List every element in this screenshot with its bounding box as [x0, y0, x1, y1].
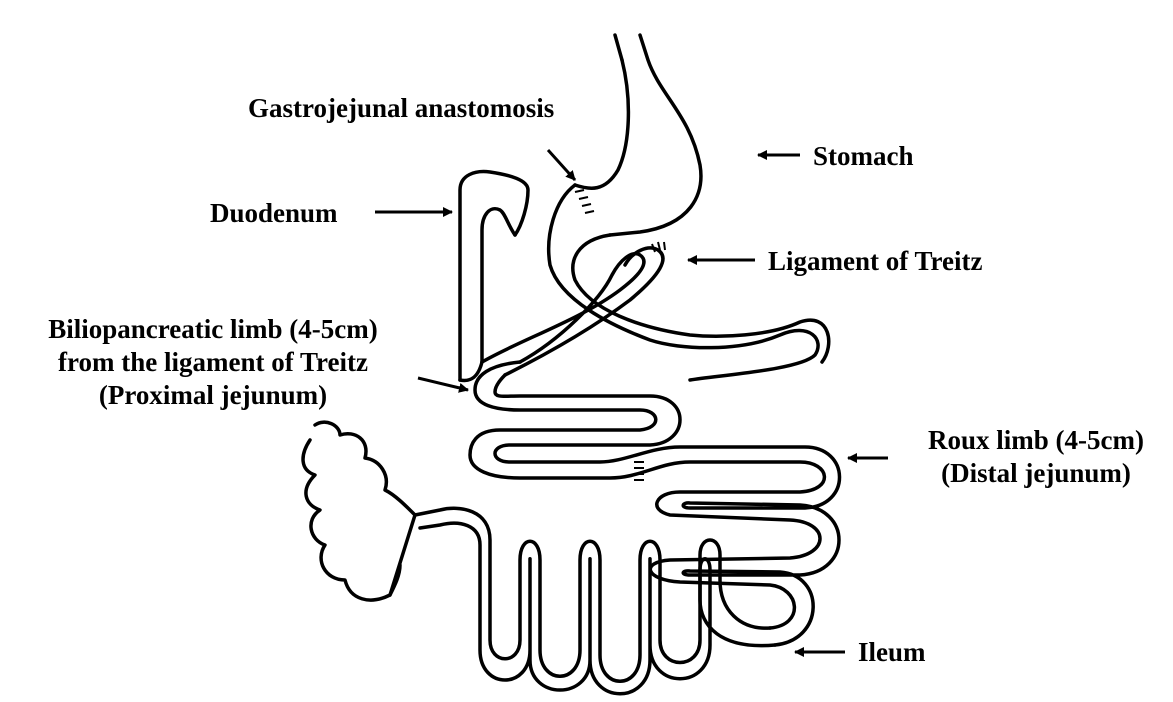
roux-limb-shape: [549, 185, 829, 380]
arrows: [375, 150, 888, 652]
label-ileum: Ileum: [858, 636, 926, 669]
label-biliopancreatic-line3: (Proximal jejunum): [8, 379, 418, 412]
colon-shape: [303, 422, 415, 600]
label-biliopancreatic-line1: Biliopancreatic limb (4-5cm): [8, 313, 418, 346]
label-roux-line2: (Distal jejunum): [905, 457, 1167, 490]
arrow-gastrojejunal: [548, 150, 575, 180]
small-bowel-loops: [415, 362, 840, 694]
label-roux-limb: Roux limb (4-5cm) (Distal jejunum): [905, 424, 1167, 490]
label-biliopancreatic-limb: Biliopancreatic limb (4-5cm) from the li…: [8, 313, 418, 412]
label-duodenum: Duodenum: [210, 197, 338, 230]
label-roux-line1: Roux limb (4-5cm): [905, 424, 1167, 457]
stomach-shape: [575, 35, 701, 235]
label-gastrojejunal-anastomosis: Gastrojejunal anastomosis: [248, 92, 554, 125]
label-biliopancreatic-line2: from the ligament of Treitz: [8, 346, 418, 379]
duodenum-shape: [460, 172, 528, 381]
label-ligament-of-treitz: Ligament of Treitz: [768, 245, 982, 278]
label-stomach: Stomach: [813, 140, 914, 173]
